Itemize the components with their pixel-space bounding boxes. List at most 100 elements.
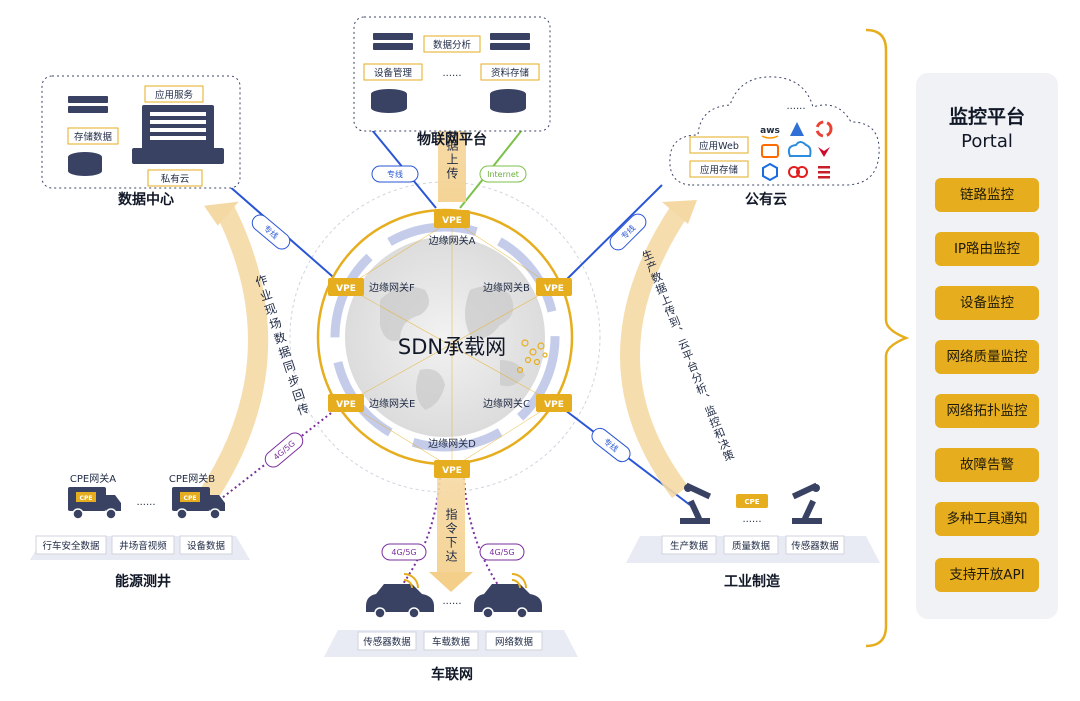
robot-arm-icon [791, 482, 822, 524]
cpe-a-label: CPE网关A [70, 472, 116, 485]
cpe-b-label: CPE网关B [169, 472, 215, 485]
server-rack-icon [132, 105, 224, 164]
database-icon [68, 152, 102, 176]
tag-dedicated-cloud: 专线 [609, 213, 647, 251]
gateway-b-label: 边缘网关B [483, 281, 530, 294]
svg-text:VPE: VPE [544, 400, 564, 410]
provider-logos: aws [760, 120, 833, 182]
other-cloud-3-icon [818, 166, 830, 179]
public-cloud-group: ...... 应用Web 应用存储 aws [669, 76, 880, 186]
portal-item-open-api[interactable]: 支持开放API [935, 558, 1039, 592]
industry-ellipsis: ...... [742, 514, 761, 525]
energy-ellipsis: ...... [136, 497, 155, 508]
portal-item-ip-route-monitor[interactable]: IP路由监控 [935, 232, 1039, 266]
data-center-group: 存储数据 应用服务 私有云 [41, 75, 241, 189]
industry-item-1: 生产数据 [661, 535, 717, 555]
outer-dashed-ring [289, 181, 601, 493]
gateway-c-label: 边缘网关C [483, 397, 530, 410]
energy-title: 能源测井 [115, 573, 171, 590]
vehicle-item-1: 传感器数据 [357, 631, 417, 651]
car-icon [366, 573, 434, 619]
iot-ellipsis: ...... [442, 68, 461, 79]
svg-text:CPE: CPE [744, 498, 759, 506]
vpe-c: VPE [536, 394, 572, 412]
energy-group: CPE网关A CPE网关B CPE CPE ...... 行车安全数据 井场音视… [30, 472, 250, 560]
left-arc-arrow [196, 201, 269, 506]
portal-item-tool-notify[interactable]: 多种工具通知 [935, 502, 1039, 536]
svg-text:专线: 专线 [387, 169, 403, 179]
svg-text:4G/5G: 4G/5G [391, 548, 416, 557]
server-icon [68, 96, 108, 113]
tag-internet: Internet [479, 165, 527, 183]
vehicle-ellipsis: ...... [442, 596, 461, 607]
iot-platform-group: 数据分析 设备管理 ...... 资料存储 [353, 16, 551, 132]
truck-icon: CPE [172, 487, 225, 520]
svg-text:VPE: VPE [442, 466, 462, 476]
svg-text:网络数据: 网络数据 [495, 636, 534, 648]
vpe-nodes: VPE VPE VPE VPE VPE VPE [328, 210, 572, 478]
truck-icon: CPE [68, 487, 121, 520]
industry-title: 工业制造 [724, 573, 780, 590]
tag-dedicated-industry: 专线 [591, 427, 631, 463]
upload-text: 数据上传 [445, 124, 459, 181]
cpe-box-icon: CPE [736, 494, 768, 508]
svg-text:CPE: CPE [184, 495, 197, 502]
svg-text:VPE: VPE [544, 284, 564, 294]
link-tags: 专线 Internet 专线 专线 专线 4G/5G 4G/5G 4G/5G [251, 165, 647, 561]
downlink-arrow [429, 478, 473, 592]
portal-item-device-monitor[interactable]: 设备监控 [935, 286, 1039, 320]
gateway-d-label: 边缘网关D [428, 437, 476, 450]
gateway-e-label: 边缘网关E [369, 397, 415, 410]
portal-item-fault-alert[interactable]: 故障告警 [935, 448, 1039, 482]
tag-4g5g-energy: 4G/5G [264, 432, 304, 468]
svg-text:行车安全数据: 行车安全数据 [42, 540, 100, 552]
aws-icon: aws [760, 126, 780, 139]
svg-text:设备数据: 设备数据 [187, 540, 226, 552]
svg-text:CPE: CPE [80, 495, 93, 502]
industry-group: CPE ...... 生产数据 质量数据 传感器数据 [626, 482, 880, 563]
data-analysis-label: 数据分析 [433, 39, 472, 51]
cloud-ellipsis: ...... [786, 101, 805, 112]
svg-text:4G/5G: 4G/5G [489, 548, 514, 557]
tag-4g5g-vehicle-left: 4G/5G [381, 543, 427, 561]
portal-item-network-quality[interactable]: 网络质量监控 [935, 340, 1039, 374]
azure-icon [790, 122, 804, 136]
app-web-label: 应用Web [699, 140, 739, 152]
storage-data-label: 存储数据 [74, 131, 113, 143]
svg-text:传感器数据: 传感器数据 [791, 540, 839, 552]
vpe-f: VPE [328, 278, 364, 296]
vehicle-item-2: 车载数据 [423, 631, 479, 651]
svg-text:VPE: VPE [336, 284, 356, 294]
device-mgmt-label: 设备管理 [374, 67, 413, 79]
energy-item-2: 井场音视频 [111, 535, 175, 555]
portal-item-topology-monitor[interactable]: 网络拓扑监控 [935, 394, 1039, 428]
vpe-a: VPE [434, 210, 470, 228]
tencent-cloud-icon [787, 141, 812, 157]
downlink-text: 指令下达 [444, 507, 458, 564]
cloud-shape [669, 76, 880, 186]
other-cloud-1-icon [762, 162, 778, 182]
industry-item-3: 传感器数据 [785, 535, 845, 555]
portal-title: 监控平台 [948, 106, 1025, 128]
iot-title: 物联网平台 [417, 131, 487, 148]
data-storage-label: 资料存储 [491, 67, 530, 79]
private-cloud-label: 私有云 [161, 173, 190, 185]
portal-panel: 监控平台 Portal 链路监控 IP路由监控 设备监控 网络质量监控 网络拓扑… [916, 73, 1058, 619]
huawei-cloud-icon [818, 147, 830, 157]
svg-text:车载数据: 车载数据 [432, 636, 471, 648]
svg-text:Internet: Internet [487, 170, 519, 179]
portal-item-link-monitor[interactable]: 链路监控 [935, 178, 1039, 212]
app-service-label: 应用服务 [155, 89, 194, 101]
svg-text:井场音视频: 井场音视频 [119, 540, 167, 552]
vehicle-item-3: 网络数据 [485, 631, 543, 651]
database-icon [371, 89, 526, 113]
vpe-b: VPE [536, 278, 572, 296]
brace-shape [865, 28, 910, 648]
tag-dedicated-iot: 专线 [371, 165, 419, 183]
robot-arm-icon [680, 482, 712, 524]
gateway-f-label: 边缘网关F [369, 281, 415, 294]
tag-4g5g-vehicle-right: 4G/5G [479, 543, 525, 561]
portal-subtitle: Portal [961, 131, 1013, 152]
line-vehicle-right [463, 477, 501, 589]
